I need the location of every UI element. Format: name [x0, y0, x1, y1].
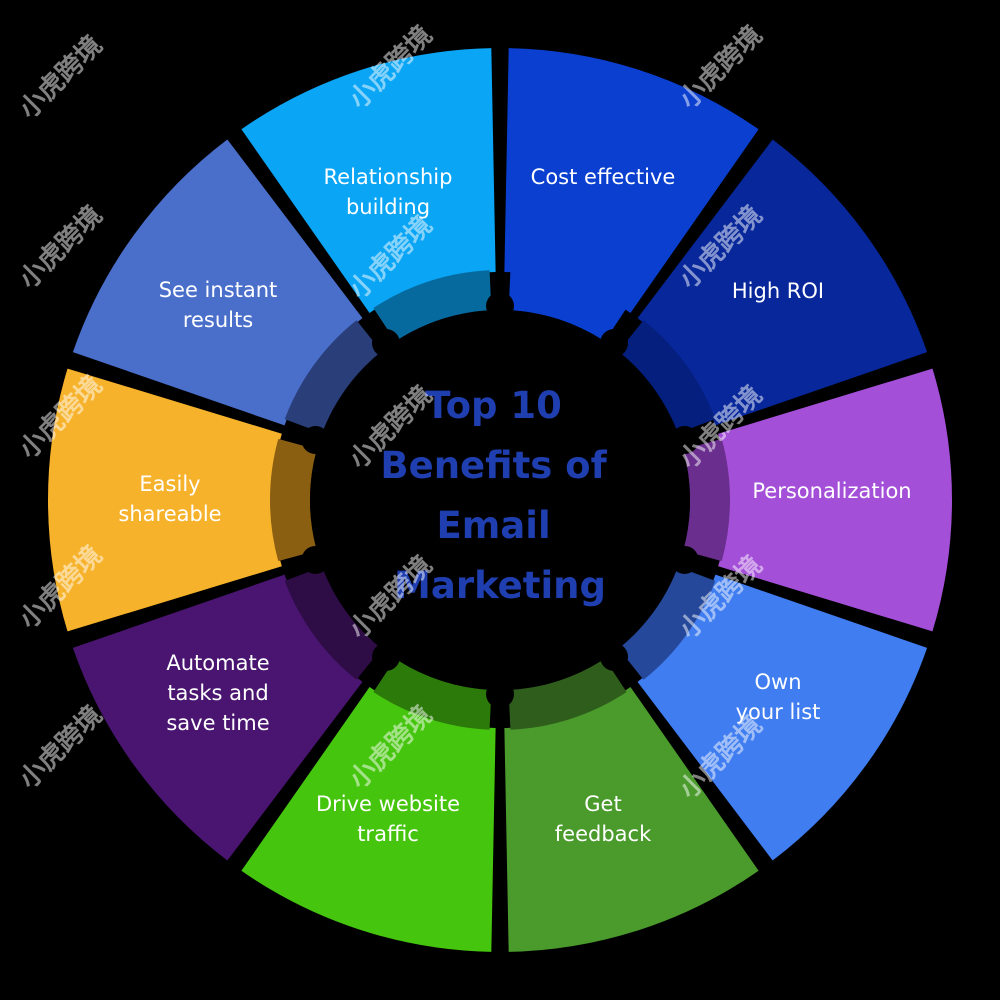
ring-own-your-list: [618, 566, 716, 680]
label-get-feedback: Get feedback: [555, 792, 652, 846]
ring-high-roi: [618, 320, 716, 434]
segments-layer: [48, 48, 952, 952]
center-title: Top 10 Benefits of Email Marketing: [380, 384, 619, 607]
center-hub: [310, 310, 690, 690]
ring-cost-effective: [508, 270, 627, 342]
segment-high-roi: [637, 139, 928, 426]
segment-get-feedback: [504, 686, 759, 952]
label-drive-website-traffic-line-2: traffic: [357, 822, 419, 846]
label-automate-tasks-line-3: save time: [166, 711, 269, 735]
segment-own-your-list: [637, 574, 928, 861]
label-drive-website-traffic-line-1: Drive website: [316, 792, 460, 816]
label-own-your-list-line-2: your list: [736, 700, 821, 724]
ring-automate-tasks: [284, 566, 382, 680]
center-title-line-3: Email: [436, 504, 550, 547]
watermark: 小虎跨境: [673, 19, 768, 114]
label-high-roi-line-1: High ROI: [732, 279, 824, 303]
ring-see-instant-results: [284, 320, 382, 434]
ring-get-feedback: [508, 658, 627, 730]
label-relationship-building-line-2: building: [346, 195, 430, 219]
label-see-instant-results-line-1: See instant: [159, 278, 278, 302]
label-cost-effective-line-1: Cost effective: [531, 165, 676, 189]
label-personalization: Personalization: [752, 479, 911, 503]
label-see-instant-results-line-2: results: [183, 308, 253, 332]
label-relationship-building: Relationship building: [324, 165, 453, 219]
label-get-feedback-line-2: feedback: [555, 822, 652, 846]
label-cost-effective: Cost effective: [531, 165, 676, 189]
label-drive-website-traffic: Drive website traffic: [316, 792, 460, 846]
label-automate-tasks: Automate tasks and save time: [166, 651, 269, 735]
label-easily-shareable: Easily shareable: [118, 472, 221, 526]
label-see-instant-results: See instant results: [159, 278, 278, 332]
segment-personalization: [718, 368, 952, 632]
center-title-line-4: Marketing: [394, 564, 606, 607]
segment-relationship-building: [241, 48, 496, 314]
label-easily-shareable-line-1: Easily: [139, 472, 200, 496]
segment-see-instant-results: [72, 139, 363, 426]
center-title-line-1: Top 10: [425, 384, 562, 427]
label-own-your-list: Own your list: [736, 670, 821, 724]
label-relationship-building-line-1: Relationship: [324, 165, 453, 189]
ring-relationship-building: [373, 270, 492, 342]
center-title-line-2: Benefits of: [380, 444, 607, 487]
segment-automate-tasks: [72, 574, 363, 861]
ring-personalization: [683, 438, 730, 562]
label-automate-tasks-line-2: tasks and: [167, 681, 268, 705]
label-own-your-list-line-1: Own: [754, 670, 801, 694]
ring-drive-website-traffic: [373, 658, 492, 730]
label-high-roi: High ROI: [732, 279, 824, 303]
ring-easily-shareable: [270, 438, 317, 562]
label-get-feedback-line-1: Get: [584, 792, 621, 816]
segment-easily-shareable: [48, 368, 282, 632]
label-personalization-line-1: Personalization: [752, 479, 911, 503]
label-easily-shareable-line-2: shareable: [118, 502, 221, 526]
watermark: 小虎跨境: [13, 199, 108, 294]
watermark: 小虎跨境: [13, 29, 108, 124]
segment-drive-website-traffic: [241, 686, 496, 952]
segment-cost-effective: [504, 48, 759, 314]
watermark: 小虎跨境: [13, 699, 108, 794]
label-automate-tasks-line-1: Automate: [166, 651, 269, 675]
